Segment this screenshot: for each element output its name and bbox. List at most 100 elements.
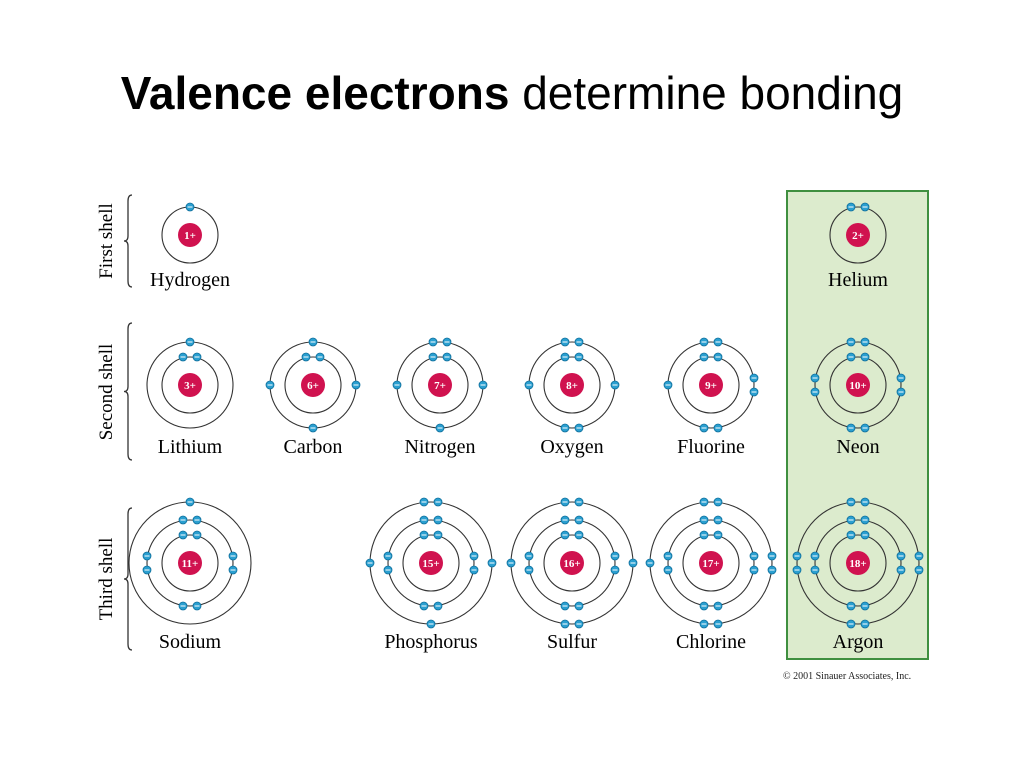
nucleus <box>178 551 202 575</box>
orbit-ring <box>146 519 234 607</box>
electron <box>487 558 497 568</box>
electron <box>574 423 584 433</box>
electron <box>433 497 443 507</box>
electron <box>663 551 673 561</box>
electron <box>767 551 777 561</box>
orbit-ring <box>682 534 740 592</box>
electron <box>699 530 709 540</box>
electron <box>846 515 856 525</box>
electron <box>560 423 570 433</box>
element-name: Carbon <box>284 436 343 458</box>
electron <box>428 352 438 362</box>
electron <box>524 551 534 561</box>
title-bold: Valence electrons <box>120 67 510 119</box>
nucleus <box>428 373 452 397</box>
nucleus <box>699 373 723 397</box>
electron <box>192 352 202 362</box>
electron <box>846 530 856 540</box>
electron <box>435 423 445 433</box>
element-name: Lithium <box>158 436 223 458</box>
electron <box>524 380 534 390</box>
electron <box>478 380 488 390</box>
electron <box>142 565 152 575</box>
shell-label: Second shell <box>96 344 117 441</box>
electron <box>315 352 325 362</box>
copyright-notice: © 2001 Sinauer Associates, Inc. <box>783 671 912 682</box>
electron <box>713 497 723 507</box>
electron <box>610 380 620 390</box>
electron <box>574 515 584 525</box>
element-name: Argon <box>833 631 884 653</box>
atom-lithium: 3+ Lithium <box>146 337 234 458</box>
title-normal: determine bonding <box>522 67 904 119</box>
electron <box>419 497 429 507</box>
nucleus-charge: 16+ <box>563 558 580 570</box>
atom-hydrogen: 1+Hydrogen <box>150 202 230 291</box>
atom-helium: 2+Helium <box>828 202 888 291</box>
nucleus-charge: 6+ <box>307 380 319 392</box>
electron <box>178 530 188 540</box>
orbit-ring <box>161 356 219 414</box>
electron <box>663 380 673 390</box>
electron <box>699 423 709 433</box>
electron <box>185 497 195 507</box>
element-name: Nitrogen <box>404 436 475 458</box>
nucleus-charge: 3+ <box>184 380 196 392</box>
electron <box>713 530 723 540</box>
electron <box>663 565 673 575</box>
nucleus <box>301 373 325 397</box>
electron <box>749 565 759 575</box>
electron <box>860 515 870 525</box>
nucleus-charge: 11+ <box>182 558 199 570</box>
electron <box>846 619 856 629</box>
electron <box>645 558 655 568</box>
atom-nitrogen: 7+Nitrogen <box>392 337 488 458</box>
electron <box>914 565 924 575</box>
electron <box>192 515 202 525</box>
electron <box>713 619 723 629</box>
orbit-ring <box>814 519 902 607</box>
electron <box>419 530 429 540</box>
element-name: Phosphorus <box>384 631 478 653</box>
electron <box>560 601 570 611</box>
electron <box>178 601 188 611</box>
electron <box>628 558 638 568</box>
electron <box>308 337 318 347</box>
electron <box>846 352 856 362</box>
electron <box>419 515 429 525</box>
electron <box>560 530 570 540</box>
electron <box>896 387 906 397</box>
electron <box>896 373 906 383</box>
electron <box>610 551 620 561</box>
element-name: Sodium <box>159 631 222 653</box>
electron <box>896 565 906 575</box>
electron <box>846 601 856 611</box>
electron <box>810 387 820 397</box>
orbit-ring <box>796 501 920 625</box>
electron <box>846 423 856 433</box>
electron <box>433 601 443 611</box>
orbit-ring <box>682 356 740 414</box>
nucleus <box>178 373 202 397</box>
noble-gas-highlight <box>786 190 929 660</box>
atom-chlorine: 17+Chlorine <box>645 497 777 653</box>
atom-carbon: 6+ Carbon <box>265 337 361 458</box>
electron <box>433 515 443 525</box>
shell-label: Third shell <box>96 538 117 621</box>
electron <box>308 423 318 433</box>
electron <box>442 337 452 347</box>
element-name: Fluorine <box>677 436 745 458</box>
electron <box>699 352 709 362</box>
electron <box>419 601 429 611</box>
electron <box>860 423 870 433</box>
electron <box>860 497 870 507</box>
electron <box>574 601 584 611</box>
element-name: Sulfur <box>547 631 597 653</box>
electron <box>699 601 709 611</box>
electron <box>860 530 870 540</box>
electron <box>469 551 479 561</box>
electron <box>365 558 375 568</box>
nucleus-charge: 9+ <box>705 380 717 392</box>
shell-bracket <box>123 194 133 288</box>
